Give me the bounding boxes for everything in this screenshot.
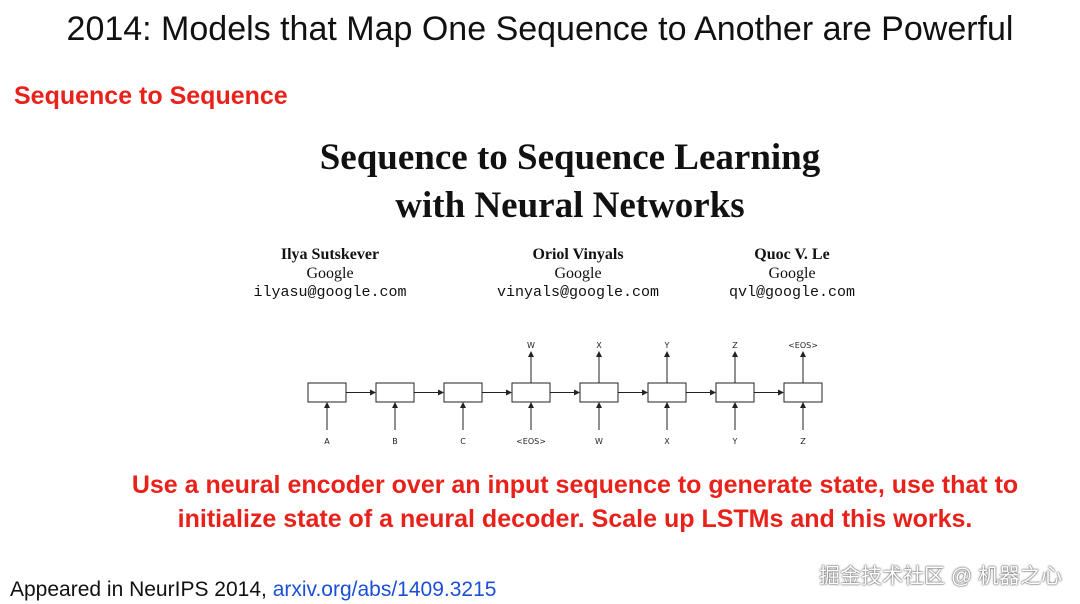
input-token-label: Z	[800, 437, 806, 446]
seq2seq-diagram: A B C <EOS> W W X X Y Y Z Z <EOS>	[307, 341, 823, 446]
arxiv-link[interactable]: arxiv.org/abs/1409.3215	[272, 578, 497, 601]
lstm-cell	[375, 382, 415, 403]
section-subtitle: Sequence to Sequence	[14, 82, 288, 110]
author-email: ilyasu@google.com	[253, 284, 407, 301]
author-3: Quoc V. Le Google qvl@google.com	[692, 245, 892, 302]
input-token-label: C	[460, 437, 466, 446]
author-affiliation: Google	[554, 265, 602, 282]
lstm-cell	[783, 382, 823, 403]
output-token-label: Z	[732, 341, 738, 350]
author-name: Ilya Sutskever	[280, 246, 380, 263]
lstm-cell	[647, 382, 687, 403]
author-2: Oriol Vinyals Google vinyals@google.com	[478, 245, 678, 302]
input-token-label: X	[664, 437, 670, 446]
author-affiliation: Google	[768, 265, 816, 282]
footer-text: Appeared in NeurIPS 2014,	[10, 578, 273, 601]
author-affiliation: Google	[306, 265, 354, 282]
caption-line1: Use a neural encoder over an input seque…	[131, 471, 1019, 499]
slide-title: 2014: Models that Map One Sequence to An…	[66, 10, 1014, 48]
paper-title: Sequence to Sequence Learning with Neura…	[230, 134, 910, 230]
output-token-label: <EOS>	[788, 341, 818, 350]
paper-title-line1: Sequence to Sequence Learning	[319, 137, 821, 178]
output-token-label: Y	[664, 341, 670, 350]
author-name: Oriol Vinyals	[532, 246, 624, 263]
input-token-label: <EOS>	[516, 437, 546, 446]
input-token-label: Y	[732, 437, 738, 446]
input-token-label: W	[595, 437, 603, 446]
lstm-cell	[715, 382, 755, 403]
author-name: Quoc V. Le	[754, 246, 830, 263]
lstm-cell	[511, 382, 551, 403]
author-email: vinyals@google.com	[496, 284, 660, 301]
watermark: 掘金技术社区 @ 机器之心	[819, 565, 1062, 588]
paper-title-line2: with Neural Networks	[395, 185, 745, 226]
caption: Use a neural encoder over an input seque…	[0, 468, 1080, 536]
paper-header-image: Sequence to Sequence Learning with Neura…	[230, 132, 910, 462]
lstm-cell	[307, 382, 347, 403]
input-token-label: B	[392, 437, 398, 446]
output-token-label: W	[527, 341, 535, 350]
lstm-cell	[443, 382, 483, 403]
output-token-label: X	[596, 341, 602, 350]
input-token-label: A	[324, 437, 330, 446]
caption-line2: initialize state of a neural decoder. Sc…	[177, 505, 973, 533]
author-email: qvl@google.com	[728, 284, 856, 301]
footer-citation: Appeared in NeurIPS 2014, arxiv.org/abs/…	[10, 578, 496, 602]
author-1: Ilya Sutskever Google ilyasu@google.com	[230, 245, 430, 302]
lstm-cell	[579, 382, 619, 403]
